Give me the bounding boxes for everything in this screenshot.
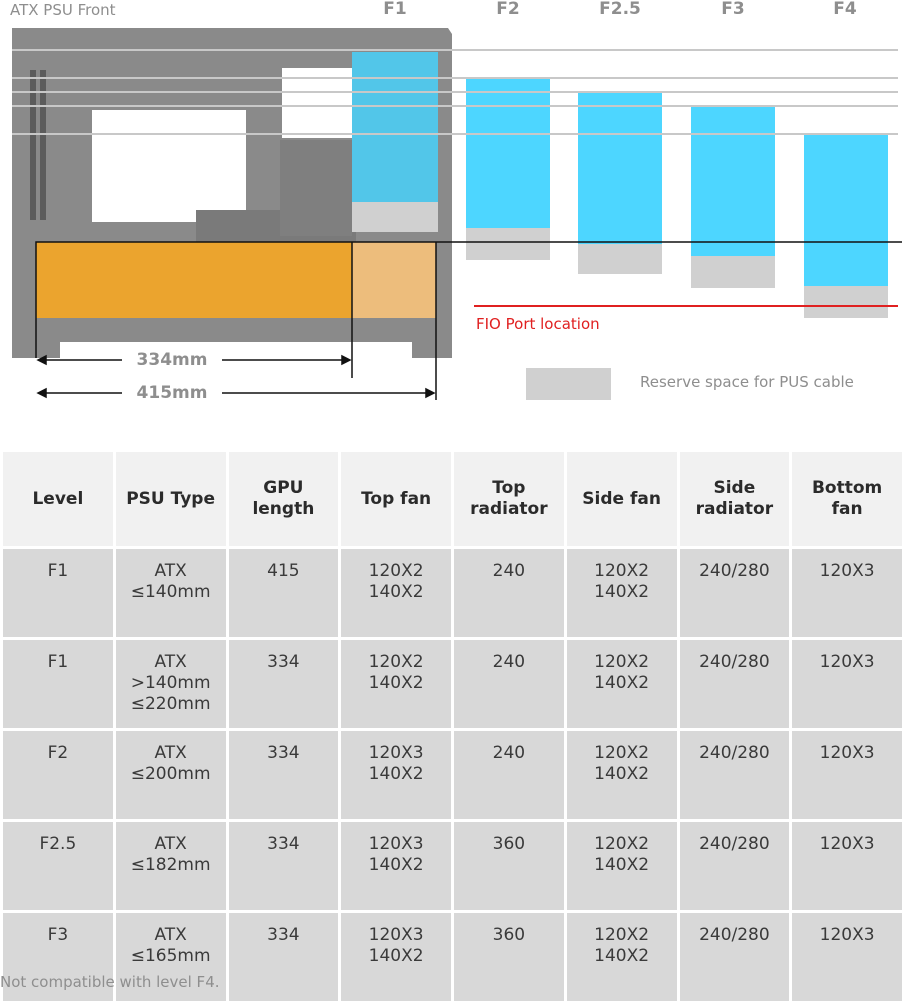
reserve-space-block	[804, 286, 888, 318]
table-cell: 120X3	[792, 822, 902, 910]
table-cell: 415	[228, 549, 339, 637]
table-cell: 360	[454, 822, 564, 910]
column-header: GPU length	[228, 452, 339, 546]
diagram-title: ATX PSU Front	[10, 1, 116, 19]
table-cell: 120X3 140X2	[341, 913, 451, 1001]
table-cell: 120X3 140X2	[341, 731, 451, 819]
column-header: Top fan	[341, 452, 451, 546]
dimension-415: 415mm	[122, 383, 222, 403]
level-label-f1: F1	[383, 0, 407, 19]
table-cell: F2.5	[3, 822, 113, 910]
radiator-column	[691, 106, 775, 256]
level-label-f4: F4	[833, 0, 857, 19]
column-header: Side fan	[566, 452, 677, 546]
table-cell: ATX ≤140mm	[115, 549, 226, 637]
table-cell: 120X3	[792, 731, 902, 819]
case-frame-inner	[280, 140, 352, 236]
level-label-f2: F2	[496, 0, 520, 19]
table-cell: 334	[228, 913, 339, 1001]
table-cell: 120X2 140X2	[566, 731, 677, 819]
table-cell: 360	[454, 913, 564, 1001]
table-cell: 120X3	[792, 640, 902, 728]
psu-area-extended	[352, 242, 436, 318]
table-cell: 240/280	[679, 549, 790, 637]
table-cell: 240/280	[679, 640, 790, 728]
table-cell: 120X3	[792, 913, 902, 1001]
table-cell: 240/280	[679, 822, 790, 910]
table-cell: 240	[454, 731, 564, 819]
table-cell: 334	[228, 822, 339, 910]
table-cell: 120X2 140X2	[566, 822, 677, 910]
radiator-column	[352, 52, 438, 202]
table-cell: 240/280	[679, 913, 790, 1001]
psu-outline	[35, 241, 902, 358]
column-header: Side radiator	[679, 452, 790, 546]
table-cell: 334	[228, 731, 339, 819]
reserve-space-block	[691, 256, 775, 288]
case-floor	[12, 318, 452, 342]
table-cell: 240/280	[679, 731, 790, 819]
table-cell: 334	[228, 640, 339, 728]
dimension-334: 334mm	[122, 350, 222, 370]
table-cell: F2	[3, 731, 113, 819]
reserve-space-block	[578, 244, 662, 274]
column-header: Top radiator	[454, 452, 564, 546]
case-cutout	[282, 68, 352, 138]
reserve-space-block	[466, 228, 550, 260]
table-cell: 120X3 140X2	[341, 822, 451, 910]
footnote: Not compatible with level F4.	[0, 973, 220, 991]
case-diagram-svg	[12, 28, 902, 400]
radiator-column	[578, 92, 662, 244]
table-cell: F1	[3, 549, 113, 637]
column-header: PSU Type	[115, 452, 226, 546]
reserve-legend-swatch	[526, 368, 611, 400]
table-cell: ATX ≤200mm	[115, 731, 226, 819]
table-cell: 120X2 140X2	[566, 549, 677, 637]
table-cell: 120X2 140X2	[341, 640, 451, 728]
column-header: Level	[3, 452, 113, 546]
case-diagram: ATX PSU Front F1 F2 F2.5 F3 F4 334mm 415…	[0, 0, 902, 410]
table-cell: 240	[454, 549, 564, 637]
psu-area	[36, 242, 352, 318]
level-label-f2-5: F2.5	[599, 0, 641, 19]
table-cell: 120X2 140X2	[341, 549, 451, 637]
table-cell: ATX ≤182mm	[115, 822, 226, 910]
dimension-arrows	[36, 354, 436, 399]
radiator-column	[466, 78, 550, 228]
level-label-f3: F3	[721, 0, 745, 19]
table-cell: F3	[3, 913, 113, 1001]
case-window	[92, 110, 246, 222]
reserve-space-label: Reserve space for PUS cable	[640, 373, 854, 391]
table-cell: ATX >140mm ≤220mm	[115, 640, 226, 728]
table-cell: 120X3	[792, 549, 902, 637]
table-cell: ATX ≤165mm	[115, 913, 226, 1001]
case-vents	[30, 70, 46, 220]
column-header: Bottom fan	[792, 452, 902, 546]
fio-port-label: FIO Port location	[476, 315, 600, 333]
reserve-space-block	[352, 202, 438, 232]
table-cell: 120X2 140X2	[566, 640, 677, 728]
table-cell: F1	[3, 640, 113, 728]
table-cell: 240	[454, 640, 564, 728]
table-cell: 120X2 140X2	[566, 913, 677, 1001]
radiator-column	[804, 134, 888, 286]
